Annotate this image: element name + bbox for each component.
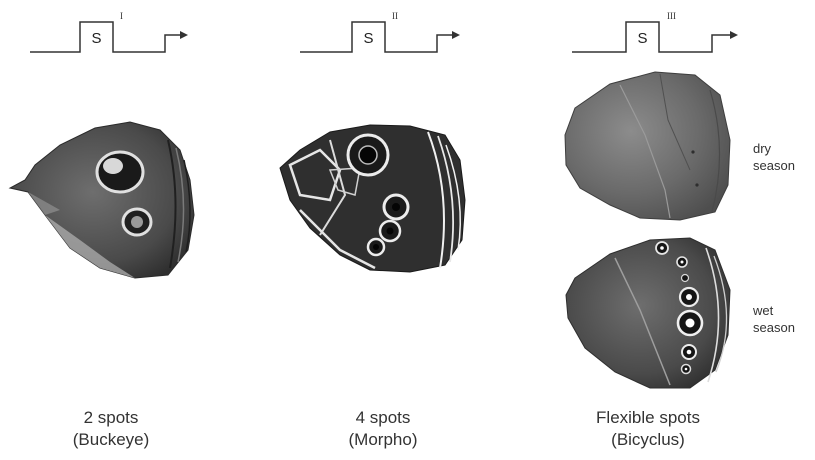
gene-numeral-label: I (120, 11, 123, 21)
caption-morpho: 4 spots (Morpho) (283, 407, 483, 451)
eyespot (680, 288, 698, 306)
eyespot (368, 239, 384, 255)
promoter-arrow-icon (730, 31, 738, 39)
eyespot (677, 257, 687, 267)
eyespot (348, 135, 388, 175)
gene-diagram-buckeye: S I (30, 11, 188, 52)
season-label-line2: season (753, 319, 795, 336)
gene-numeral-label: II (392, 11, 398, 21)
gene-symbol-label: S (637, 30, 647, 47)
eyespot (384, 195, 408, 219)
gene-symbol-label: S (91, 30, 101, 47)
caption-line1: 2 spots (11, 407, 211, 429)
eyespot (97, 152, 143, 192)
eyespot (678, 311, 702, 335)
caption-line2: (Buckeye) (11, 429, 211, 451)
caption-line2: (Bicyclus) (548, 429, 748, 451)
promoter-arrow-icon (452, 31, 460, 39)
season-label-line1: wet (753, 302, 795, 319)
season-label-line2: season (753, 157, 795, 174)
season-label-wet: wet season (753, 302, 795, 336)
gene-symbol-label: S (363, 30, 373, 47)
caption-line1: 4 spots (283, 407, 483, 429)
caption-buckeye: 2 spots (Buckeye) (11, 407, 211, 451)
season-label-line1: dry (753, 140, 795, 157)
eyespot (656, 242, 668, 254)
gene-diagram-bicyclus: S III (572, 11, 738, 52)
eyespot (682, 345, 696, 359)
caption-line2: (Morpho) (283, 429, 483, 451)
bicyclus-wet-wing-image (566, 238, 730, 388)
buckeye-wing-image (10, 122, 194, 278)
gene-diagram-morpho: S II (300, 11, 460, 52)
eyespot (682, 275, 689, 282)
bicyclus-dry-wing-image (565, 72, 730, 220)
promoter-arrow-icon (180, 31, 188, 39)
caption-line1: Flexible spots (548, 407, 748, 429)
morpho-wing-image (280, 125, 465, 272)
caption-bicyclus: Flexible spots (Bicyclus) (548, 407, 748, 451)
eyespot (380, 221, 400, 241)
season-label-dry: dry season (753, 140, 795, 174)
gene-numeral-label: III (667, 11, 676, 21)
eyespot (123, 209, 151, 235)
eyespot (682, 365, 691, 374)
